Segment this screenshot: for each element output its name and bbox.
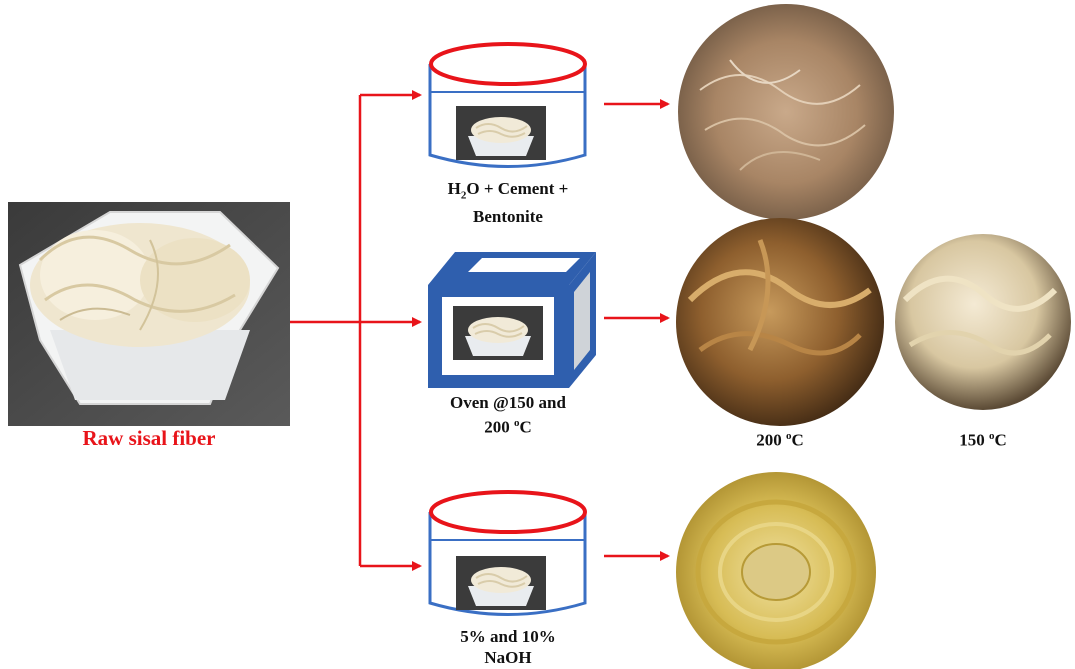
naoh-beaker-icon <box>430 492 585 615</box>
oven-150-result-label: 150 oC <box>923 426 1043 451</box>
naoh-treatment-label: 5% and 10% NaOH <box>408 626 608 668</box>
naoh-result-photo <box>676 472 876 669</box>
cement-treatment-label: H2O + Cement + Bentonite <box>408 178 608 227</box>
cement-result-photo <box>678 4 894 220</box>
raw-fiber-label: Raw sisal fiber <box>8 428 290 449</box>
raw-fiber-photo <box>8 202 290 426</box>
cement-beaker-icon <box>430 44 585 167</box>
oven-treatment-label: Oven @150 and 200 oC <box>408 392 608 438</box>
oven-cube-icon <box>428 252 596 388</box>
oven-200-result-photo <box>676 218 884 426</box>
oven-150-result-photo <box>895 234 1071 410</box>
oven-200-result-label: 200 oC <box>720 426 840 451</box>
